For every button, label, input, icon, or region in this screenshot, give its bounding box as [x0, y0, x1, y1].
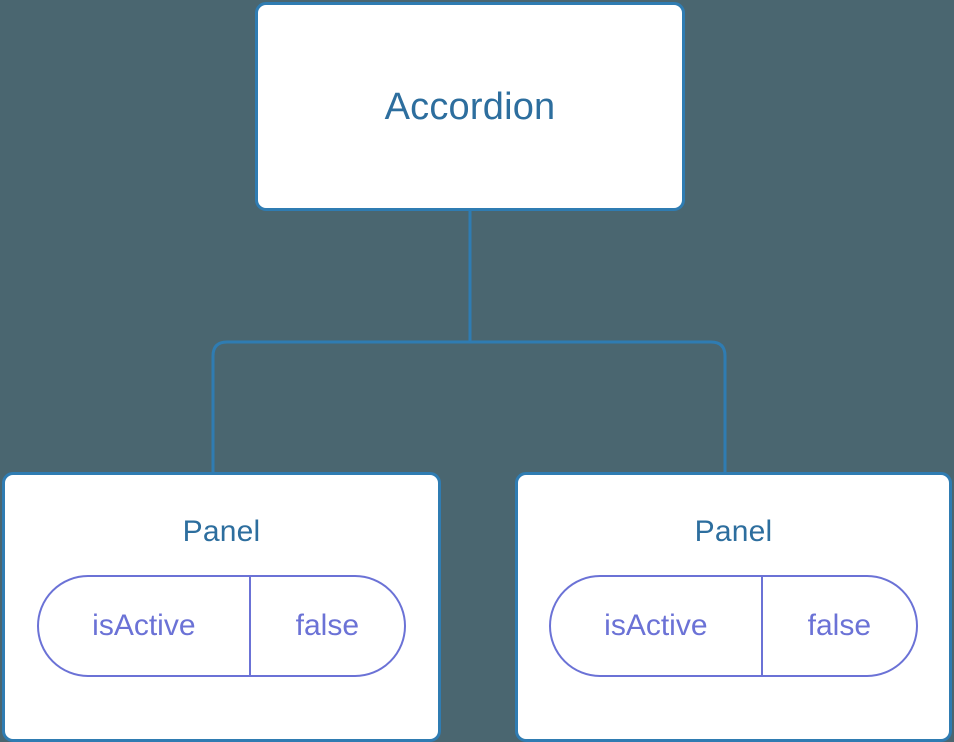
node-title: Panel: [694, 515, 773, 548]
prop-value: false: [295, 609, 360, 642]
node-title: Panel: [182, 515, 261, 548]
edge-accordion-to-panel-0: [211, 340, 470, 474]
prop-badge-isactive[interactable]: isActive false: [549, 575, 918, 677]
node-title: Accordion: [384, 85, 556, 128]
edge-accordion-to-panel-1: [470, 340, 727, 474]
prop-key: isActive: [39, 577, 251, 675]
node-accordion[interactable]: Accordion: [255, 2, 685, 211]
node-panel[interactable]: Panel isActive false: [2, 472, 441, 742]
prop-value: false: [807, 609, 872, 642]
prop-key: isActive: [551, 577, 763, 675]
prop-badge-isactive[interactable]: isActive false: [37, 575, 406, 677]
node-panel[interactable]: Panel isActive false: [515, 472, 952, 742]
